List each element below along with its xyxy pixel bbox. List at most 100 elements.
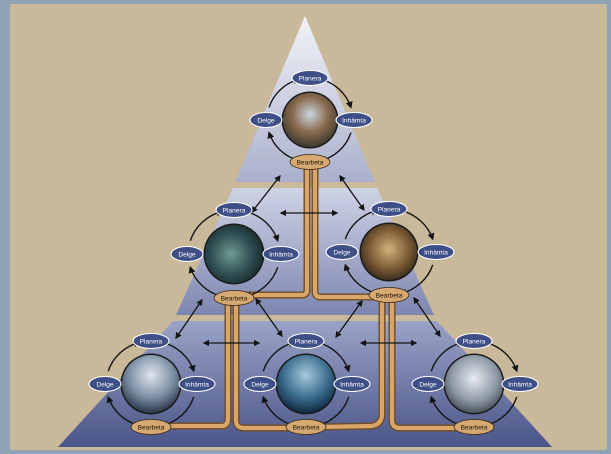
cycles: PlaneraInhämtaDelgeBearbetaPlaneraInhämt… xyxy=(88,69,539,435)
step-planera: Planera xyxy=(455,332,493,350)
connector-fill-3 xyxy=(149,296,231,429)
step-delge: Delge xyxy=(170,245,204,263)
step-planera-label: Planera xyxy=(295,338,318,345)
cycle-links xyxy=(175,174,441,347)
step-delge-label: Delge xyxy=(333,249,351,256)
step-bearbeta: Bearbeta xyxy=(285,419,327,435)
step-delge-label: Delge xyxy=(251,381,269,388)
cycle-link-arrow-1 xyxy=(251,174,281,214)
step-bearbeta-label: Bearbeta xyxy=(221,295,248,302)
step-inhamta-shape xyxy=(501,375,539,393)
step-planera-label: Planera xyxy=(299,75,322,82)
step-planera-shape xyxy=(291,69,329,87)
connector-fill-2 xyxy=(312,167,393,300)
step-delge: Delge xyxy=(243,375,277,393)
step-planera: Planera xyxy=(370,200,408,218)
cycle-link-arrow-5 xyxy=(255,297,283,338)
connector-fill-6 xyxy=(389,298,477,431)
cycle-link-arrow-4 xyxy=(175,298,203,340)
step-delge: Delge xyxy=(88,375,122,393)
step-planera: Planera xyxy=(291,69,329,87)
step-delge-shape xyxy=(243,375,277,393)
step-delge-shape xyxy=(325,243,359,261)
step-bearbeta-shape xyxy=(453,419,495,435)
step-bearbeta: Bearbeta xyxy=(289,154,331,170)
building-photo xyxy=(283,93,337,147)
step-bearbeta: Bearbeta xyxy=(130,419,172,435)
step-inhamta: Inhämta xyxy=(417,243,455,261)
step-planera-label: Planera xyxy=(463,338,486,345)
step-delge-shape xyxy=(170,245,204,263)
step-delge-label: Delge xyxy=(257,117,275,124)
step-bearbeta: Bearbeta xyxy=(213,290,255,306)
step-inhamta-label: Inhämta xyxy=(185,381,209,388)
step-inhamta: Inhämta xyxy=(335,111,373,129)
step-inhamta: Inhämta xyxy=(501,375,539,393)
step-bearbeta-shape xyxy=(285,419,327,435)
step-bearbeta-shape xyxy=(213,290,255,306)
step-planera-label: Planera xyxy=(223,207,246,214)
step-planera: Planera xyxy=(132,332,170,350)
step-bearbeta-label: Bearbeta xyxy=(376,292,403,299)
step-planera-shape xyxy=(215,201,253,219)
step-inhamta-label: Inhämta xyxy=(342,117,366,124)
step-bearbeta-label: Bearbeta xyxy=(461,424,488,431)
step-delge-label: Delge xyxy=(178,251,196,258)
submarine-photo xyxy=(277,355,335,413)
step-inhamta: Inhämta xyxy=(262,245,300,263)
step-planera-shape xyxy=(287,332,325,350)
step-planera-label: Planera xyxy=(378,206,401,213)
step-bearbeta-label: Bearbeta xyxy=(293,424,320,431)
step-inhamta: Inhämta xyxy=(333,375,371,393)
step-delge: Delge xyxy=(249,111,283,129)
step-planera-shape xyxy=(132,332,170,350)
step-delge-shape xyxy=(88,375,122,393)
tank-photo xyxy=(445,355,503,413)
step-inhamta-shape xyxy=(335,111,373,129)
operations-room-photo xyxy=(205,225,263,283)
step-delge: Delge xyxy=(325,243,359,261)
step-inhamta: Inhämta xyxy=(178,375,216,393)
step-delge-label: Delge xyxy=(96,381,114,388)
step-bearbeta-shape xyxy=(368,287,410,303)
step-inhamta-shape xyxy=(417,243,455,261)
step-delge: Delge xyxy=(411,375,445,393)
step-delge-label: Delge xyxy=(419,381,437,388)
cycle-link-arrow-7 xyxy=(413,296,441,338)
step-inhamta-label: Inhämta xyxy=(340,381,364,388)
process-connectors xyxy=(148,166,478,432)
connector-fill-4 xyxy=(233,296,309,431)
step-delge-shape xyxy=(249,111,283,129)
step-planera-shape xyxy=(370,200,408,218)
step-bearbeta-label: Bearbeta xyxy=(297,159,324,166)
step-inhamta-shape xyxy=(333,375,371,393)
meeting-photo xyxy=(361,224,417,280)
step-inhamta-label: Inhämta xyxy=(424,249,448,256)
step-inhamta-shape xyxy=(178,375,216,393)
step-planera-label: Planera xyxy=(140,338,163,345)
step-bearbeta-shape xyxy=(130,419,172,435)
step-bearbeta: Bearbeta xyxy=(453,419,495,435)
step-delge-shape xyxy=(411,375,445,393)
step-bearbeta-shape xyxy=(289,154,331,170)
step-bearbeta: Bearbeta xyxy=(368,287,410,303)
step-planera: Planera xyxy=(215,201,253,219)
step-planera-shape xyxy=(455,332,493,350)
cycle-link-arrow-6 xyxy=(335,299,363,339)
aircraft-photo xyxy=(122,355,180,413)
step-planera: Planera xyxy=(287,332,325,350)
step-inhamta-label: Inhämta xyxy=(508,381,532,388)
step-inhamta-shape xyxy=(262,245,300,263)
step-inhamta-label: Inhämta xyxy=(269,251,293,258)
step-bearbeta-label: Bearbeta xyxy=(138,424,165,431)
connector-fill-1 xyxy=(225,167,310,298)
tier-separator-lower xyxy=(173,315,437,321)
connector-fill-5 xyxy=(317,298,385,430)
